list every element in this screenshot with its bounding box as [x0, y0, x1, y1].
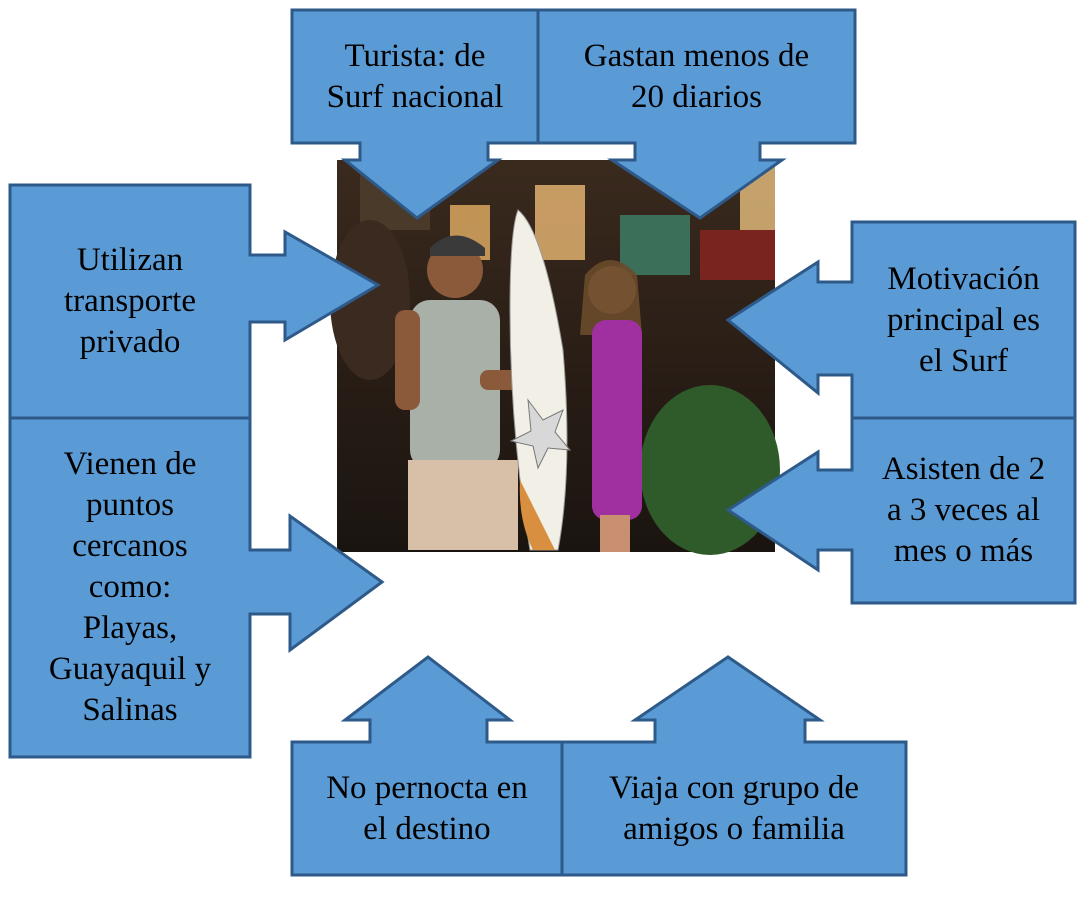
callout-left-lower: [8, 416, 385, 759]
label-top-right: Gastan menos de 20 diarios: [583, 37, 810, 115]
label-bottom-left: No pernocta en el destino: [326, 769, 528, 847]
callout-bottom-right: [560, 655, 908, 877]
label-right-upper: Motivación principal es el Surf: [886, 260, 1041, 379]
label-bottom-right: Viaja con grupo de amigos o familia: [608, 769, 859, 847]
callout-right-upper: [725, 220, 1077, 420]
label-top-left: Turista: de Surf nacional: [326, 37, 504, 115]
center-photo: [330, 160, 780, 555]
label-left-upper: Utilizan transporte privado: [64, 242, 196, 360]
callout-top-right: [536, 8, 857, 220]
label-right-lower: Asisten de 2 a 3 veces al mes o más: [881, 451, 1046, 569]
label-left-lower: Vienen de puntos cercanos como: Playas, …: [48, 446, 212, 728]
callout-bottom-left: [290, 655, 564, 877]
callout-right-lower: [725, 416, 1077, 605]
